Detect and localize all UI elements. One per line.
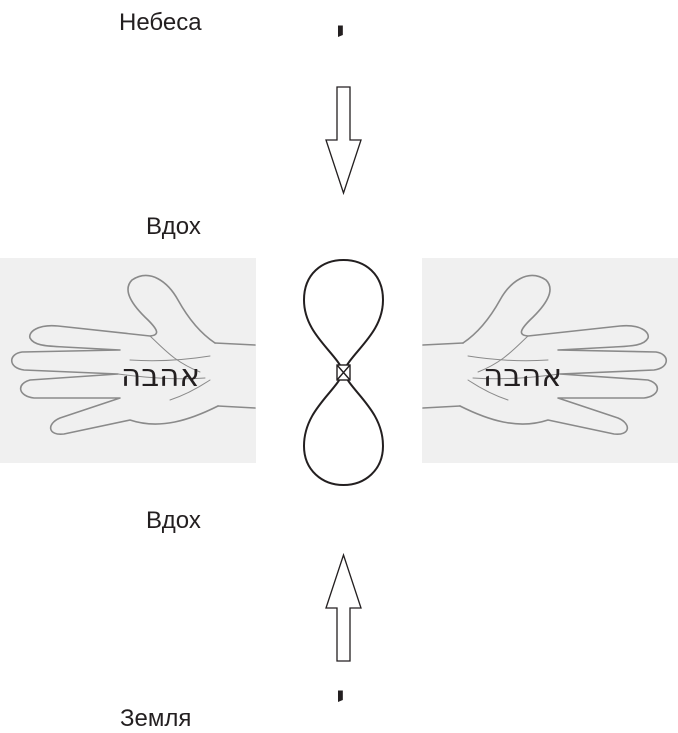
heaven-label: Небеса bbox=[119, 9, 202, 36]
inhale-bottom-label: Вдох bbox=[146, 507, 201, 534]
earth-label: Земля bbox=[120, 705, 192, 732]
yud-bottom-letter: י bbox=[336, 680, 345, 715]
left-hand-word: אהבה bbox=[121, 358, 201, 394]
inhale-top-label: Вдох bbox=[146, 213, 201, 240]
right-hand-word: אהבה bbox=[483, 358, 563, 394]
yud-top-letter: י bbox=[336, 15, 345, 50]
right-hand-drawing bbox=[422, 274, 668, 435]
arrow-down-icon bbox=[325, 86, 362, 196]
left-hand-drawing bbox=[10, 274, 256, 435]
arrow-up-icon bbox=[325, 552, 362, 662]
center-cross-box-icon bbox=[336, 364, 351, 381]
